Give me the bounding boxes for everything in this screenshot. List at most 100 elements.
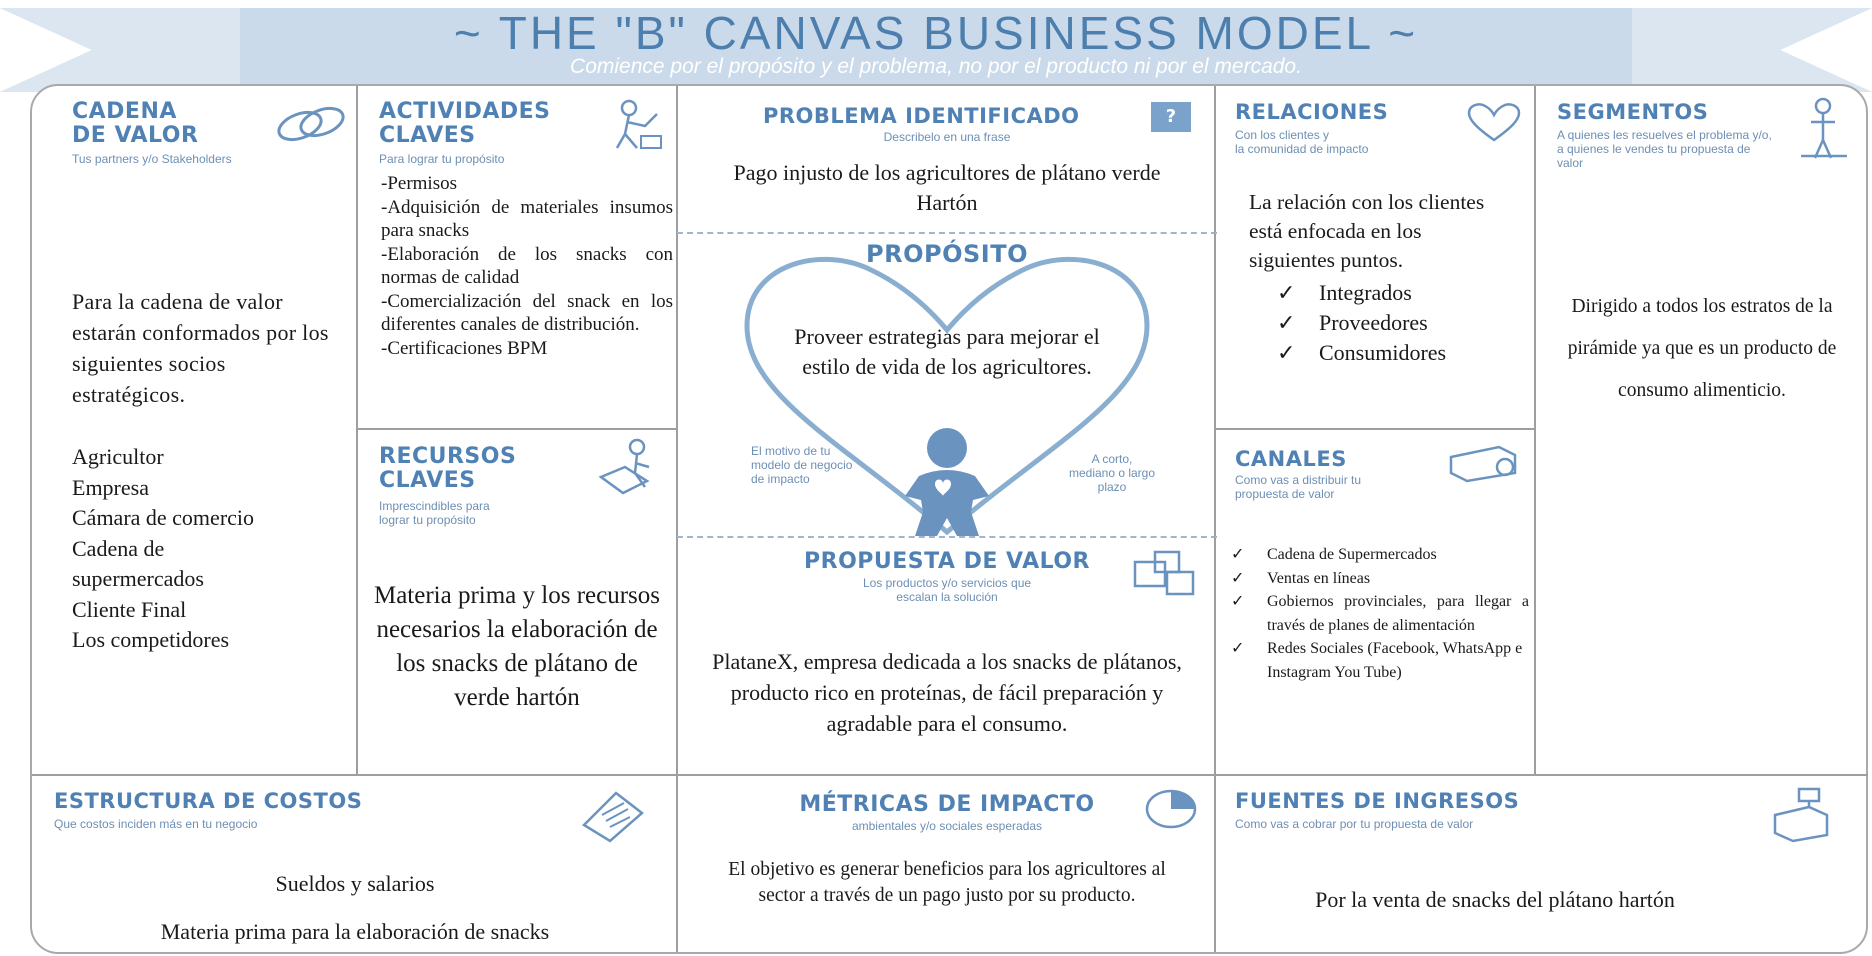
- actividades-item: -Elaboración de los snacks con normas de…: [381, 243, 673, 289]
- recursos-subtitle-1: Imprescindibles para: [379, 499, 490, 513]
- propuesta-body: PlataneX, empresa dedicada a los snacks …: [712, 649, 1182, 736]
- ingresos-body: Por la venta de snacks del plátano hartó…: [1315, 887, 1675, 912]
- actividades-item: -Adquisición de materiales insumos para …: [381, 196, 673, 242]
- actividades-list: -Permisos -Adquisición de materiales ins…: [381, 172, 673, 360]
- canales-subtitle-1: Como vas a distribuir tu: [1235, 473, 1362, 487]
- person-figure-icon: [905, 428, 989, 536]
- actividades-title-1: ACTIVIDADES: [379, 99, 551, 124]
- check-icon: ✓: [1231, 546, 1245, 563]
- cadena-item: Los competidores: [72, 627, 230, 652]
- check-icon: ✓: [1277, 310, 1296, 335]
- check-icon: ✓: [1277, 340, 1296, 365]
- actividades-item: -Permisos: [381, 173, 457, 194]
- metricas-title: MÉTRICAS DE IMPACTO: [799, 792, 1095, 817]
- relaciones-subtitle-2: la comunidad de impacto: [1235, 142, 1369, 156]
- estructura-costos-block: ESTRUCTURA DE COSTOS Que costos inciden …: [32, 774, 678, 952]
- actividades-claves-block: ACTIVIDADES CLAVES Para lograr tu propós…: [356, 86, 678, 430]
- actividades-subtitle: Para lograr tu propósito: [379, 152, 505, 166]
- relaciones-block: RELACIONES Con los clientes y la comunid…: [1214, 86, 1536, 430]
- center-column-block: PROBLEMA IDENTIFICADO Describelo en una …: [676, 86, 1217, 776]
- propuesta-subtitle-1: Los productos y/o servicios que: [862, 576, 1032, 590]
- check-icon: ✓: [1231, 569, 1245, 587]
- canales-title: CANALES: [1235, 447, 1347, 471]
- problema-subtitle: Describelo en una frase: [883, 130, 1011, 144]
- check-icon: ✓: [1231, 640, 1245, 657]
- relaciones-item: ✓Integrados: [1267, 278, 1527, 308]
- proposito-title: PROPÓSITO: [866, 240, 1028, 268]
- relaciones-title: RELACIONES: [1235, 100, 1389, 124]
- relaciones-item: ✓Consumidores: [1267, 338, 1527, 368]
- cadena-item: Cliente Final: [72, 596, 187, 622]
- cadena-item: Agricultor: [72, 444, 164, 469]
- recursos-body: Materia prima y los recursos necesarios …: [373, 582, 661, 711]
- metricas-body: El objetivo es generar beneficios para l…: [728, 859, 1166, 906]
- problema-body: Pago injusto de los agricultores de plát…: [733, 160, 1161, 215]
- segmentos-title: SEGMENTOS: [1557, 100, 1709, 124]
- recursos-title-1: RECURSOS: [379, 444, 517, 469]
- costos-title: ESTRUCTURA DE COSTOS: [54, 789, 363, 813]
- canales-block: CANALES Como vas a distribuir tu propues…: [1214, 428, 1536, 776]
- chain-link-icon: [277, 106, 345, 142]
- pie-chart-icon: [1145, 789, 1197, 829]
- cash-register-icon: [1773, 787, 1829, 843]
- costos-line1: Sueldos y salarios: [275, 871, 435, 896]
- canales-item: ✓Gobiernos provinciales, para llegar a t…: [1223, 590, 1529, 637]
- relaciones-list: ✓Integrados ✓Proveedores ✓Consumidores: [1267, 278, 1527, 368]
- relaciones-subtitle-1: Con los clientes y: [1235, 128, 1330, 142]
- worker-icon: [615, 99, 662, 149]
- problema-title: PROBLEMA IDENTIFICADO: [763, 104, 1080, 128]
- delivery-truck-icon: [1449, 445, 1517, 483]
- costos-subtitle: Que costos inciden más en tu negocio: [54, 817, 258, 831]
- cadena-items-list: Agricultor Empresa Cámara de comercio Ca…: [72, 442, 332, 656]
- heart-outline-icon: [1467, 103, 1521, 142]
- segmentos-subtitle: A quienes les resuelves el problema y/o,…: [1557, 128, 1772, 170]
- proposito-divider: [677, 536, 1217, 538]
- metricas-impacto-block: MÉTRICAS DE IMPACTO ambientales y/o soci…: [676, 774, 1216, 952]
- canales-item: ✓Redes Sociales (Facebook, WhatsApp e In…: [1223, 637, 1529, 684]
- canvas-title: ~ THE "B" CANVAS BUSINESS MODEL ~: [453, 7, 1419, 59]
- canales-item: ✓Cadena de Supermercados: [1223, 543, 1529, 567]
- fuentes-ingresos-block: FUENTES DE INGRESOS Como vas a cobrar po…: [1214, 774, 1868, 952]
- metricas-subtitle: ambientales y/o sociales esperadas: [851, 819, 1043, 833]
- proposito-body: Proveer estrategias para mejorar el esti…: [794, 324, 1100, 379]
- recursos-subtitle-2: lograr tu propósito: [379, 513, 476, 527]
- cadena-de-valor-block: CADENA DE VALOR Tus partners y/o Stakeho…: [32, 86, 358, 776]
- ingresos-subtitle: Como vas a cobrar por tu propuesta de va…: [1235, 817, 1474, 831]
- worker-box-icon: [598, 438, 650, 495]
- cadena-title-2: DE VALOR: [72, 123, 199, 148]
- proposito-right-note: A corto, mediano o largo plazo: [1068, 452, 1156, 494]
- check-icon: ✓: [1231, 593, 1245, 610]
- person-standing-icon: [1801, 97, 1847, 159]
- heart-icon: [744, 256, 1150, 536]
- cadena-item: Empresa: [72, 474, 149, 500]
- canales-list: ✓Cadena de Supermercados ✓Ventas en líne…: [1223, 543, 1529, 684]
- segmentos-block: SEGMENTOS A quienes les resuelves el pro…: [1534, 86, 1868, 776]
- recursos-title-2: CLAVES: [379, 468, 476, 493]
- relaciones-intro: La relación con los clientes está enfoca…: [1249, 190, 1485, 272]
- ingresos-title: FUENTES DE INGRESOS: [1235, 789, 1520, 813]
- question-badge-icon: ?: [1151, 102, 1191, 132]
- documents-icon: [581, 791, 644, 843]
- check-icon: ✓: [1277, 280, 1296, 305]
- actividades-title-2: CLAVES: [379, 123, 476, 148]
- cadena-title-1: CADENA: [72, 99, 177, 124]
- proposito-left-note: El motivo de tu modelo de negocio de imp…: [751, 444, 853, 486]
- gift-boxes-icon: [1133, 550, 1195, 596]
- actividades-item: -Comercialización del snack en los difer…: [381, 290, 673, 336]
- canales-item: ✓Ventas en líneas: [1223, 567, 1529, 591]
- canvas-subtitle: Comience por el propósito y el problema,…: [570, 55, 1302, 78]
- propuesta-subtitle-2: escalan la solución: [896, 590, 998, 604]
- relaciones-item: ✓Proveedores: [1267, 308, 1527, 338]
- segmentos-body: Dirigido a todos los estratos de la pirá…: [1567, 296, 1837, 401]
- banner-ribbon: [0, 8, 1872, 92]
- canales-subtitle-2: propuesta de valor: [1235, 487, 1335, 501]
- cadena-intro: Para la cadena de valor estarán conforma…: [72, 289, 329, 407]
- cadena-subtitle: Tus partners y/o Stakeholders: [72, 152, 232, 166]
- recursos-claves-block: RECURSOS CLAVES Imprescindibles para log…: [356, 428, 678, 776]
- propuesta-title: PROPUESTA DE VALOR: [804, 549, 1090, 574]
- problema-divider: [677, 232, 1217, 234]
- costos-line2: Materia prima para la elaboración de sna…: [160, 919, 550, 944]
- cadena-item: Cámara de comercio: [72, 505, 255, 530]
- actividades-item: -Certificaciones BPM: [381, 337, 548, 359]
- cadena-item: Cadena de supermercados: [72, 535, 204, 592]
